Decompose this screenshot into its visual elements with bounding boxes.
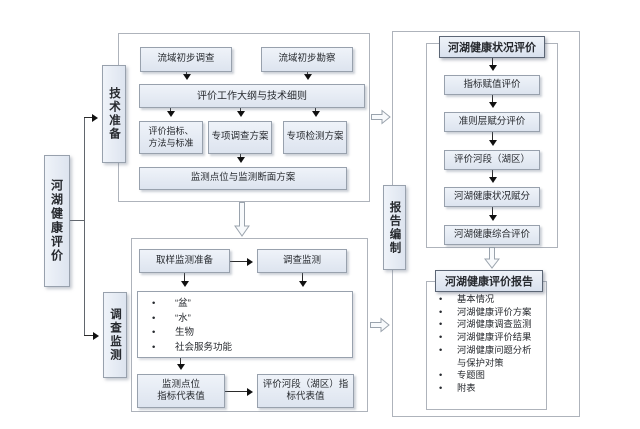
spine-line-vertical	[84, 117, 85, 335]
aspect-item: 社会服务功能	[138, 341, 352, 356]
monitoring-plan-box: 监测点位与监测断面方案	[139, 167, 347, 190]
hollow-arrow-down-section1-to-section2	[234, 202, 250, 242]
survey-monitor-label: 调查监测	[103, 292, 127, 378]
indicators-box: 评价指标、 方法与标准	[139, 121, 203, 154]
aspects-list: “盆” “水” 生物 社会服务功能	[138, 297, 352, 355]
arrow-to-survey-monitor	[84, 331, 99, 340]
report-label: 报告编制	[383, 185, 406, 270]
report-contents: 基本情况 河湖健康评价方案 河湖健康调查监测 河湖健康评价结果 河湖健康问题分析…	[430, 293, 545, 395]
tech-prep-label: 技术准备	[102, 65, 126, 163]
flow-box-health-scoring: 河湖健康状况赋分	[444, 187, 540, 207]
arrow-survey-to-outline	[182, 72, 191, 80]
watershed-recon-box: 流域初步勘察	[261, 47, 353, 72]
flow-box-indicator-assignment: 指标赋值评价	[444, 75, 540, 95]
arrow-flow3-to-flow4	[488, 207, 497, 221]
hollow-arrow-right-section2-to-report	[370, 317, 390, 338]
arrow-to-tech-prep	[84, 113, 98, 122]
arrow-recon-to-outline	[303, 72, 312, 80]
special-test-plan-box: 专项检测方案	[283, 121, 347, 154]
arrow-flow0-to-flow1	[488, 95, 497, 108]
root-label: 河湖健康评价	[44, 155, 70, 287]
watershed-survey-box: 流域初步调查	[140, 47, 232, 72]
aspect-item: “水”	[138, 312, 352, 327]
arrow-header-to-flow0	[488, 58, 497, 71]
aspect-item: “盆”	[138, 297, 352, 312]
hollow-arrow-down-to-report-header	[483, 247, 501, 274]
flow-box-comprehensive-eval: 河湖健康综合评价	[444, 225, 540, 245]
arrow-outline-to-indicators	[166, 108, 175, 117]
spine-line-horizontal	[70, 220, 84, 221]
point-values-box: 监测点位 指标代表值	[137, 374, 225, 408]
arrow-outline-to-special-test	[311, 108, 320, 117]
report-content-item: 河湖健康评价方案	[430, 306, 545, 319]
arrow-survey-to-aspects	[298, 273, 307, 287]
report-header: 河湖健康评价报告	[435, 270, 543, 292]
arrow-sampling-to-survey	[230, 257, 253, 266]
flow-box-criterion-scoring: 准则层赋分评价	[444, 112, 540, 132]
report-content-item-continuation: 与保护对策	[457, 357, 504, 368]
arrow-flow1-to-flow2	[488, 132, 497, 146]
flow-box-reach-evaluation: 评价河段（湖区）	[444, 150, 540, 170]
arrow-sampling-to-aspects	[180, 273, 189, 287]
survey-monitor-box: 调查监测	[257, 249, 347, 273]
arrow-point-to-reach-values	[225, 387, 253, 396]
report-contents-list: 基本情况 河湖健康评价方案 河湖健康调查监测 河湖健康评价结果 河湖健康问题分析…	[430, 293, 545, 395]
report-content-item: 河湖健康问题分析	[430, 344, 545, 357]
report-content-item: 河湖健康评价结果	[430, 331, 545, 344]
special-survey-plan-box: 专项调查方案	[208, 121, 272, 154]
arrow-outline-to-special-survey	[236, 108, 245, 117]
arrow-flow2-to-flow3	[488, 170, 497, 183]
aspects-list-box: “盆” “水” 生物 社会服务功能	[137, 291, 353, 358]
arrow-to-monitoring-plan	[236, 154, 245, 163]
report-content-item: 专题图	[430, 369, 545, 382]
reach-values-box: 评价河段（湖区）指 标代表值	[257, 374, 354, 408]
report-content-item: 河湖健康调查监测	[430, 318, 545, 331]
hollow-arrow-right-section1-to-report	[371, 109, 391, 130]
arrow-aspects-to-point-values	[176, 358, 185, 370]
report-content-item: 附表	[430, 382, 545, 395]
aspect-item: 生物	[138, 326, 352, 341]
sampling-prep-box: 取样监测准备	[139, 249, 230, 273]
outline-box: 评价工作大纲与技术细则	[139, 84, 365, 108]
report-content-item: 基本情况	[430, 293, 545, 306]
status-eval-header: 河湖健康状况评价	[439, 36, 545, 58]
